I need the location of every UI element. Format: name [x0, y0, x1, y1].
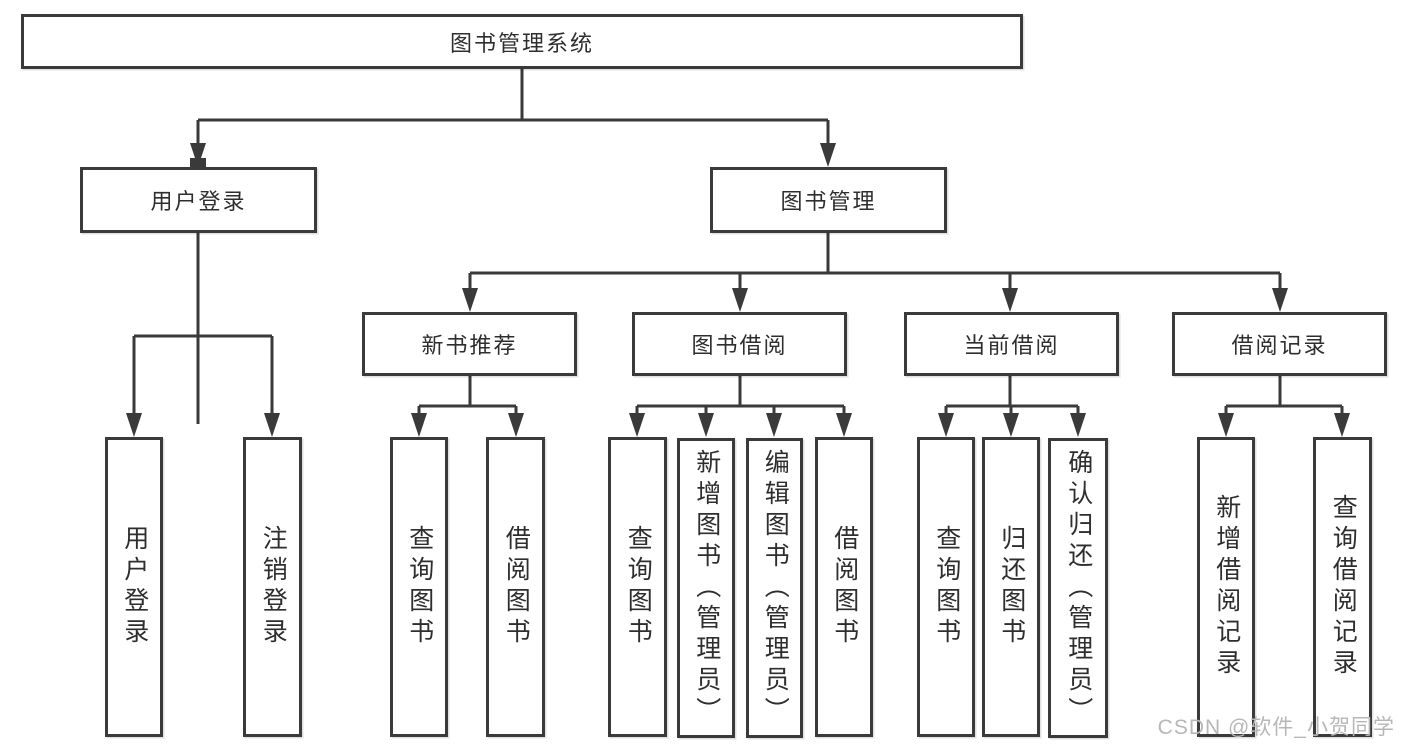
- leaf-borrow-books-borrowing-label: 借阅图书: [830, 525, 859, 649]
- leaf-return-books-label: 归还图书: [997, 525, 1026, 649]
- leaf-query-books-recommend: 查询图书: [390, 437, 448, 737]
- leaf-confirm-return-admin: 确认归还（管理员）: [1048, 438, 1108, 738]
- node-book-management: 图书管理: [710, 167, 947, 233]
- leaf-edit-books-admin: 编辑图书（管理员）: [746, 438, 803, 738]
- node-book-management-label: 图书管理: [780, 189, 877, 214]
- csdn-watermark: CSDN @软件_小贺同学: [1157, 716, 1395, 739]
- leaf-query-books-current: 查询图书: [917, 437, 975, 737]
- leaf-borrow-books-recommend-label: 借阅图书: [502, 525, 531, 649]
- leaf-add-books-admin-label: 新增图书（管理员）: [692, 448, 721, 728]
- node-book-borrowing: 图书借阅: [632, 312, 847, 376]
- node-root: 图书管理系统: [21, 14, 1023, 69]
- node-new-book-recommend-label: 新书推荐: [421, 333, 518, 358]
- leaf-query-borrow-record: 查询借阅记录: [1313, 437, 1372, 737]
- leaf-edit-books-admin-label: 编辑图书（管理员）: [761, 448, 790, 728]
- leaf-borrow-books-recommend: 借阅图书: [486, 437, 545, 737]
- leaf-query-books-borrowing: 查询图书: [608, 437, 667, 737]
- leaf-add-borrow-record: 新增借阅记录: [1197, 437, 1255, 737]
- leaf-query-borrow-record-label: 查询借阅记录: [1329, 494, 1358, 680]
- leaf-query-books-recommend-label: 查询图书: [405, 525, 434, 649]
- node-book-borrowing-label: 图书借阅: [691, 333, 788, 358]
- node-current-borrowing: 当前借阅: [904, 312, 1119, 376]
- node-user-login-label: 用户登录: [150, 189, 247, 214]
- leaf-confirm-return-admin-label: 确认归还（管理员）: [1064, 448, 1093, 728]
- leaf-add-books-admin: 新增图书（管理员）: [677, 438, 735, 738]
- leaf-add-borrow-record-label: 新增借阅记录: [1212, 494, 1241, 680]
- node-current-borrowing-label: 当前借阅: [963, 333, 1060, 358]
- leaf-logout-label: 注销登录: [259, 525, 288, 649]
- leaf-return-books: 归还图书: [982, 437, 1040, 737]
- node-borrowing-records: 借阅记录: [1172, 312, 1387, 376]
- node-new-book-recommend: 新书推荐: [362, 312, 577, 376]
- node-user-login: 用户登录: [80, 167, 317, 233]
- leaf-query-books-borrowing-label: 查询图书: [624, 525, 653, 649]
- leaf-logout: 注销登录: [243, 437, 302, 737]
- node-borrowing-records-label: 借阅记录: [1231, 333, 1328, 358]
- node-root-label: 图书管理系统: [449, 30, 594, 56]
- leaf-query-books-current-label: 查询图书: [932, 525, 961, 649]
- leaf-user-login: 用户登录: [105, 437, 163, 737]
- leaf-borrow-books-borrowing: 借阅图书: [815, 437, 873, 737]
- leaf-user-login-label: 用户登录: [120, 525, 149, 649]
